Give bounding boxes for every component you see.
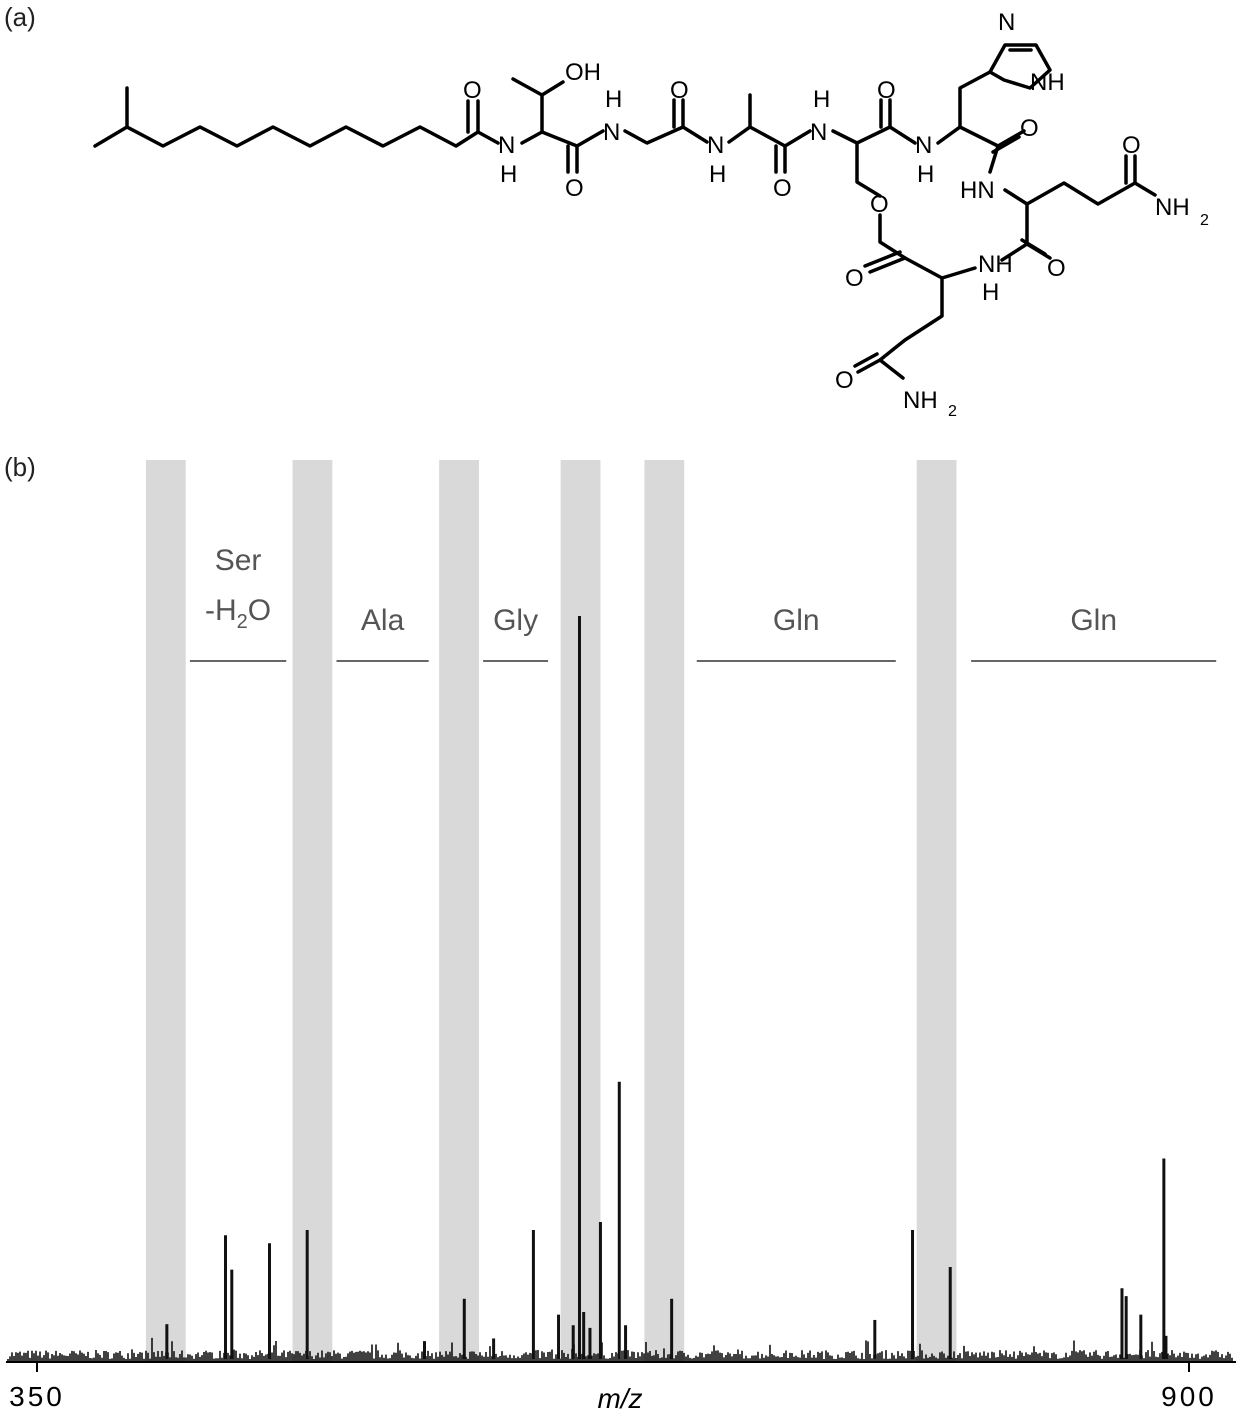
o-label-5: O	[877, 77, 896, 104]
n-label-ala: N	[707, 132, 724, 159]
mass-spectrum-chart: Ser -H2O Ala Gly Gln Gln 350 900 m/z	[6, 460, 1236, 1414]
x-tick-label-1: 350	[9, 1381, 65, 1412]
annotation-label-5: Gln	[1070, 604, 1117, 637]
shaded-band-5	[644, 460, 685, 1362]
h-label-ser: H	[813, 86, 830, 113]
o-label-7: O	[1122, 132, 1141, 159]
o-label-ester: O	[870, 191, 889, 218]
annotation-label-1: Ser	[215, 544, 262, 577]
o-label-6: O	[1020, 115, 1039, 142]
ring-n-label: N	[998, 9, 1015, 36]
ring-nh-label: NH	[1030, 69, 1065, 96]
hn-label: HN	[960, 177, 995, 204]
baseline-noise	[7, 1337, 1233, 1361]
chemical-structure: OH N NH O N H O H N O N H O H N O N H O …	[93, 9, 1209, 420]
oh-label: OH	[565, 59, 601, 86]
o-label-10: O	[835, 367, 854, 394]
x-axis-label: m/z	[597, 1383, 642, 1414]
h-label-ring: H	[982, 279, 999, 306]
n-label-thr: N	[498, 132, 515, 159]
shaded-band-6	[916, 460, 957, 1362]
annotation-label-3: Gly	[493, 604, 538, 637]
nh2-sub-1: 2	[1200, 212, 1209, 229]
h-label-ala: H	[709, 161, 726, 188]
o-label-4: O	[773, 175, 792, 202]
o-label-2: O	[565, 175, 584, 202]
annotation-label-4: Gln	[773, 604, 820, 637]
o-label-3: O	[670, 77, 689, 104]
o-label-1: O	[463, 77, 482, 104]
panel-b-label: (b)	[4, 452, 36, 482]
shaded-band-1	[145, 460, 186, 1362]
shaded-band-3	[439, 460, 479, 1362]
n-label-ser: N	[810, 119, 827, 146]
nh2-label-1: NH	[1155, 194, 1190, 221]
x-tick-label-2: 900	[1161, 1381, 1217, 1412]
h-label-gly: H	[605, 86, 622, 113]
annotation-label-2: Ala	[361, 604, 405, 637]
panel-a-label: (a)	[4, 2, 36, 32]
n-label-gly: N	[603, 119, 620, 146]
h-label-thr: H	[500, 161, 517, 188]
nh2-sub-2: 2	[948, 403, 957, 420]
nh2-label-2: NH	[903, 387, 938, 414]
n-label-his: N	[915, 132, 932, 159]
o-label-9: O	[845, 265, 864, 292]
h-label-his: H	[917, 161, 934, 188]
nh-label-ring: NH	[978, 251, 1013, 278]
shaded-band-2	[292, 460, 333, 1362]
annotation-label-1-line2: -H2O	[205, 594, 271, 633]
o-label-8: O	[1047, 255, 1066, 282]
